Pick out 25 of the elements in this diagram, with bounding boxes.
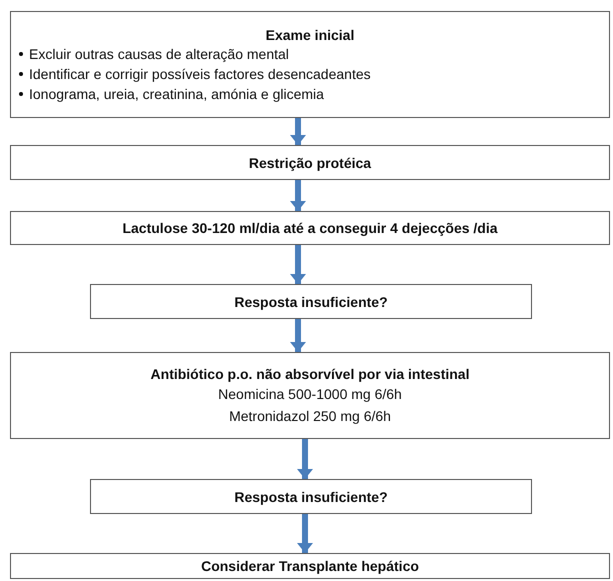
process-box [10,145,610,180]
process-box [10,352,610,439]
process-box [90,284,532,319]
process-box [10,553,610,579]
process-box [90,479,532,514]
arrow [290,319,306,352]
box-heading: Considerar Transplante hepático [200,557,420,575]
bullet-item: Excluir outras causas de alteração mental [11,44,609,64]
box-heading: Restrição protéica [248,154,372,172]
box-heading: Antibiótico p.o. não absorvível por via intestinal [150,364,470,382]
dosage-text: Metronidazol 250 mg 6/6h [228,406,392,426]
bullet-item: Ionograma, ureia, creatinina, amónia e glicemia [11,84,609,104]
box-heading: Resposta insuficiente? [233,488,389,506]
box-heading: Resposta insuficiente? [233,292,389,310]
process-box [10,211,610,245]
bullet-item: Identificar e corrigir possíveis factores desencadeantes [11,64,609,84]
arrow [297,514,313,553]
box-heading: Exame inicial [264,26,356,44]
dosage-text: Neomicina 500-1000 mg 6/6h [217,384,403,404]
arrow [290,180,306,211]
arrow [290,118,306,145]
arrow [297,439,313,479]
box-heading: Lactulose 30-120 ml/dia até a conseguir 4 dejecções /dia [121,219,499,237]
process-box [10,11,610,118]
arrow [290,245,306,284]
